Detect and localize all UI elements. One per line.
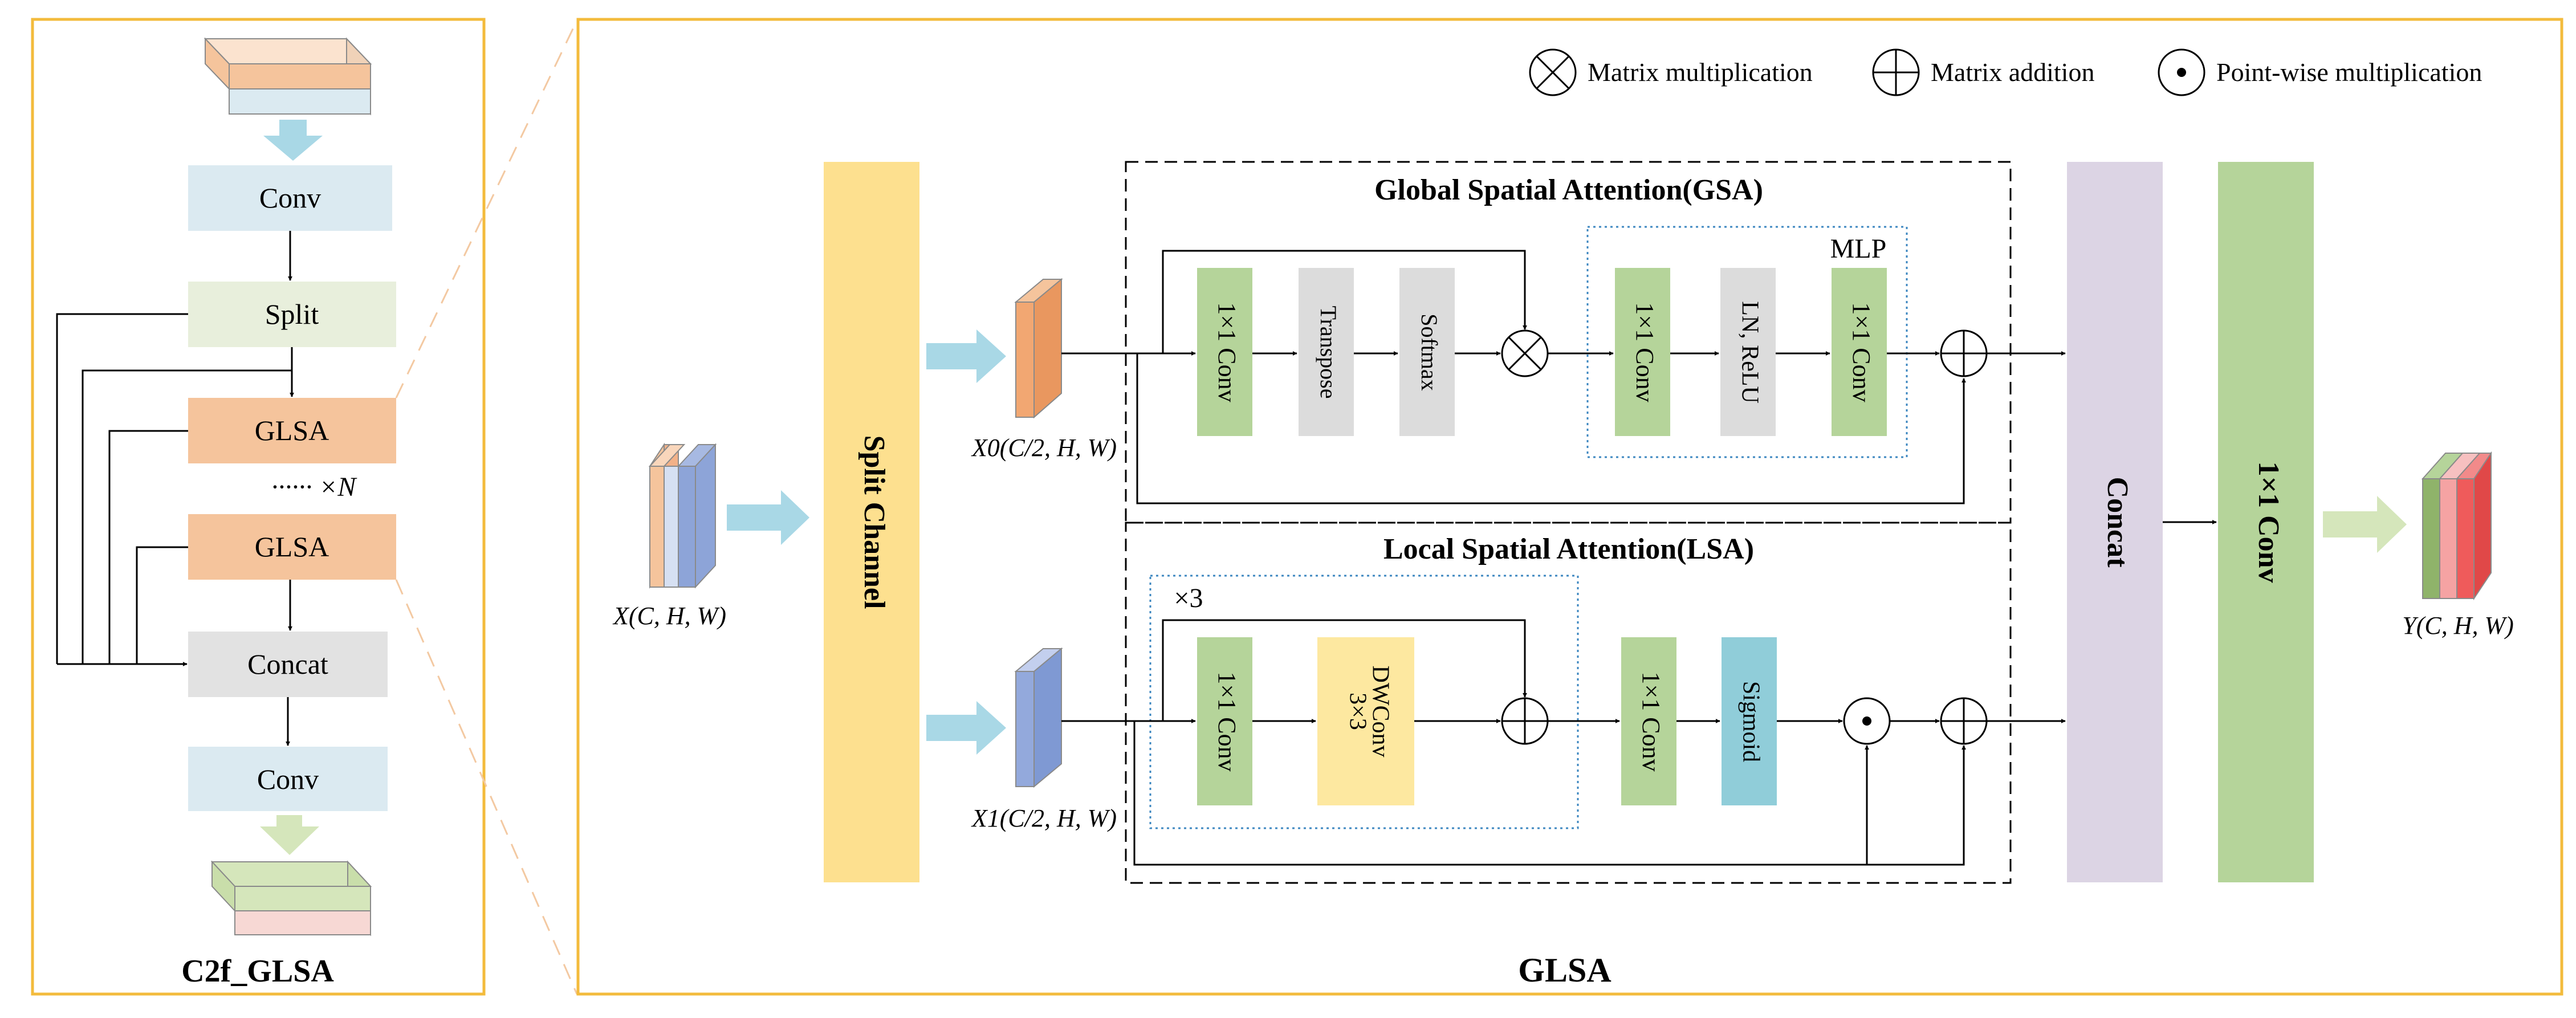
lsa-final-add-op-icon (1940, 697, 1988, 745)
split-channel-label: Split Channel (858, 435, 890, 609)
softmax-box (1399, 268, 1455, 436)
softmax-label: Softmax (1417, 313, 1442, 391)
x0-tensor-icon (1014, 278, 1063, 419)
legend-pointwise-label: Point-wise multiplication (2216, 58, 2482, 87)
conv-bottom-box (188, 747, 388, 811)
glsa-box-2 (188, 514, 396, 580)
conv-top-box (188, 165, 392, 231)
gsa-conv1-box (1197, 268, 1252, 436)
gsa-title: Global Spatial Attention(GSA) (1374, 174, 1763, 206)
dwconv-label-a: 3×3 (1344, 693, 1370, 730)
zoom-line-bottom (395, 579, 578, 995)
gsa-dashed-box (1125, 161, 2012, 524)
lsa-conv1-box (1197, 637, 1252, 805)
lsa-pointwise-op-icon (1843, 697, 1891, 745)
legend-matadd-label: Matrix addition (1931, 58, 2094, 87)
lsa-repeat-dotted-box (1149, 575, 1579, 829)
main-panel-title: GLSA (1518, 951, 1611, 989)
mlp-conv2-box (1832, 268, 1887, 436)
legend: Matrix multiplication Matrix addition Po… (1529, 48, 2482, 96)
lsa-repeat-label: ×3 (1174, 583, 1203, 613)
matrix-addition-icon (1872, 48, 1920, 96)
gsa-skip-top (1162, 250, 1527, 353)
transpose-box (1299, 268, 1354, 436)
ln-relu-label: LN, ReLU (1736, 301, 1763, 404)
glsa-label-1: GLSA (255, 414, 329, 446)
gsa-add-op-icon (1940, 329, 1988, 377)
input-x-label: X(C, H, W) (612, 602, 726, 630)
sigmoid-label: Sigmoid (1737, 681, 1764, 762)
concat-big-box (2067, 162, 2163, 882)
mlp-conv1-label: 1×1 Conv (1631, 302, 1659, 402)
sigmoid-box (1722, 637, 1777, 805)
skip-connections-left (56, 313, 292, 666)
gsa-residual-bottom (1136, 353, 1966, 504)
output-y-label: Y(C, H, W) (2402, 612, 2514, 640)
mlp-dotted-box (1586, 226, 1908, 458)
transpose-label: Transpose (1316, 306, 1341, 399)
mlp-conv2-label: 1×1 Conv (1847, 302, 1875, 402)
lsa-skip-top (1162, 619, 1527, 721)
fat-arrow-down-green-icon (260, 815, 319, 855)
lsa-add-op-icon (1501, 697, 1549, 745)
gsa-matmul-op-icon (1501, 329, 1549, 377)
glsa-panel: Matrix multiplication Matrix addition Po… (576, 18, 2563, 996)
conv-top-label: Conv (259, 182, 321, 214)
conv1x1-big-label: 1×1 Conv (2252, 461, 2285, 583)
x1-tensor-icon (1014, 647, 1063, 788)
left-panel-title: C2f_GLSA (181, 954, 334, 989)
fat-arrow-right-output-icon (2323, 496, 2407, 553)
mlp-conv1-box (1615, 268, 1670, 436)
concat-label-left: Concat (247, 648, 328, 680)
split-label: Split (265, 298, 319, 330)
gsa-conv1-label: 1×1 Conv (1213, 302, 1241, 402)
concat-big-label: Concat (2101, 477, 2134, 568)
lsa-residual-bottom (1133, 721, 1966, 866)
split-channel-box (824, 162, 919, 882)
zoom-line-top (395, 20, 578, 398)
input-feature-cube-icon (204, 37, 372, 116)
fat-arrow-down-icon (263, 120, 323, 161)
lsa-title: Local Spatial Attention(LSA) (1383, 533, 1754, 565)
x0-label: X0(C/2, H, W) (971, 434, 1117, 462)
conv1x1-big-box (2218, 162, 2314, 882)
pointwise-multiplication-icon (2158, 48, 2205, 96)
fat-arrow-right-x1-icon (926, 701, 1006, 755)
lsa-dashed-box (1125, 522, 2012, 884)
legend-matmul-label: Matrix multiplication (1588, 58, 1813, 87)
matrix-multiplication-icon (1529, 48, 1577, 96)
output-y-tensor-icon (2421, 451, 2492, 601)
input-x-tensor-icon (648, 442, 717, 589)
dwconv-box (1317, 637, 1414, 805)
fat-arrow-right-x0-icon (926, 329, 1006, 383)
fat-arrow-right-input-icon (727, 490, 809, 545)
mlp-label: MLP (1830, 234, 1887, 264)
x1-label: X1(C/2, H, W) (971, 804, 1117, 832)
left-panel-border (31, 18, 486, 996)
lsa-conv2-label: 1×1 Conv (1637, 671, 1665, 771)
c2f-glsa-panel: Conv Split GLSA ······ ×N GLSA Concat Co… (31, 18, 486, 996)
main-panel-border (576, 18, 2563, 996)
ln-relu-box (1720, 268, 1776, 436)
dwconv-label-b: DWConv (1367, 666, 1393, 758)
output-feature-cube-icon (210, 860, 372, 936)
lsa-conv1-label: 1×1 Conv (1213, 671, 1241, 771)
conv-bottom-label: Conv (257, 763, 319, 795)
glsa-box-1 (188, 398, 396, 463)
glsa-label-2: GLSA (255, 531, 329, 563)
repeat-n-label: ······ ×N (271, 472, 357, 502)
concat-box-left (188, 632, 388, 697)
split-box (188, 282, 396, 347)
lsa-conv2-box (1621, 637, 1676, 805)
